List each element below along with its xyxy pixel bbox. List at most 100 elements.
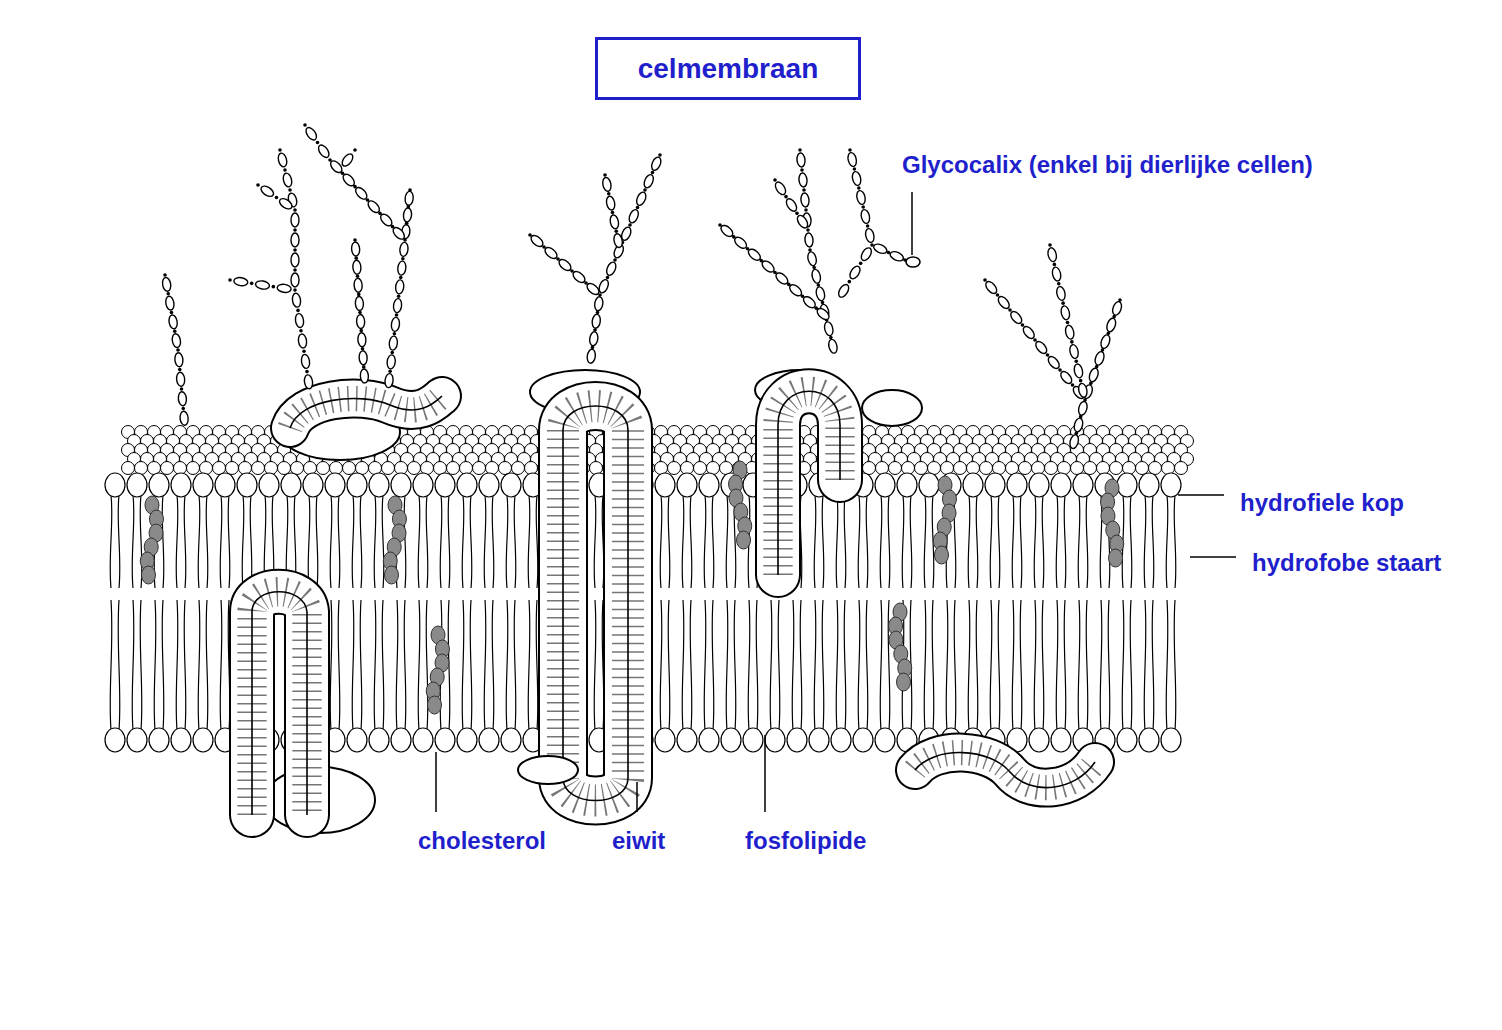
lipid-tail <box>1108 600 1110 730</box>
sugar-link <box>802 188 806 192</box>
lipid-tail <box>536 495 538 588</box>
sugar-link <box>170 311 174 315</box>
sugar-unit <box>650 156 663 172</box>
sugar-unit <box>1060 305 1071 320</box>
lipid-head <box>1139 473 1159 497</box>
lipid-tail <box>162 600 164 730</box>
sugar-unit <box>860 209 871 224</box>
sugar-link <box>399 276 403 280</box>
lipid-head-top <box>239 462 252 475</box>
sugar-unit <box>889 250 905 263</box>
lipid-head <box>875 728 895 752</box>
sugar-unit <box>1111 300 1123 316</box>
lipid-head <box>325 473 345 497</box>
lipid-head-top <box>954 462 967 475</box>
sugar-unit <box>856 190 867 205</box>
lipid-tail <box>1056 600 1058 730</box>
sugar-link <box>361 347 365 351</box>
sugar-link <box>181 407 185 411</box>
cholesterol-molecule <box>897 673 911 691</box>
lipid-head <box>677 473 697 497</box>
lipid-head <box>259 473 279 497</box>
sugar-link <box>390 351 394 355</box>
sugar-link <box>278 148 282 152</box>
lipid-head <box>501 473 521 497</box>
sugar-unit <box>1093 350 1105 366</box>
sugar-link <box>401 257 405 261</box>
sugar-unit <box>597 278 610 294</box>
sugar-link <box>293 208 297 212</box>
lipid-head <box>1051 473 1071 497</box>
sugar-unit <box>277 152 288 168</box>
sugar-unit <box>1073 417 1084 433</box>
lipid-tail <box>836 495 838 588</box>
lipid-head <box>655 728 675 752</box>
sugar-link <box>388 369 392 373</box>
protein-body <box>252 592 307 815</box>
protein-seam <box>778 391 840 575</box>
protein-seam <box>563 406 628 801</box>
sugar-unit <box>872 242 888 255</box>
sugar-unit <box>259 184 275 198</box>
sugar-link <box>283 168 287 172</box>
sugar-unit <box>589 331 599 346</box>
lipid-head-top <box>915 462 928 475</box>
lipid-head <box>1139 728 1159 752</box>
sugar-unit <box>298 333 308 348</box>
sugar-unit <box>774 271 790 286</box>
lipid-head <box>435 473 455 497</box>
sugar-unit <box>795 214 809 230</box>
sugar-link <box>1066 321 1070 325</box>
sugar-unit <box>379 212 394 228</box>
lipid-tail <box>338 600 340 730</box>
lipid-tail <box>932 600 934 730</box>
lipid-head <box>1029 728 1049 752</box>
lipid-tail <box>440 495 442 588</box>
protein-lobe <box>518 756 578 784</box>
sugar-link <box>1070 340 1074 344</box>
sugar-link <box>848 148 852 152</box>
lipid-tail <box>462 495 464 588</box>
lipid-tail <box>330 600 332 730</box>
leader-line <box>764 735 766 812</box>
lipid-head <box>1007 473 1027 497</box>
lipid-tail <box>814 600 816 730</box>
leader-line <box>911 192 913 255</box>
protein-helix <box>563 406 628 801</box>
sugar-link <box>800 168 804 172</box>
lipid-tail <box>470 600 472 730</box>
sugar-link <box>296 309 300 313</box>
sugar-link <box>643 188 647 192</box>
sugar-link <box>293 268 297 272</box>
sugar-link <box>658 153 662 157</box>
lipid-head-top <box>525 462 538 475</box>
lipid-tail <box>946 600 948 730</box>
sugar-link <box>773 178 777 182</box>
lipid-tail <box>132 495 134 588</box>
lipid-tail <box>1012 495 1014 588</box>
lipid-tail <box>1056 495 1058 588</box>
sugar-unit <box>341 172 356 188</box>
leader-lines <box>436 192 1236 812</box>
lipid-tail <box>1166 600 1168 730</box>
lipid-tail <box>154 600 156 730</box>
protein-outline <box>290 396 442 428</box>
sugar-link <box>1021 323 1025 327</box>
sugar-link <box>328 158 332 162</box>
lipid-tail <box>1034 600 1036 730</box>
lipid-tail <box>184 600 186 730</box>
lipid-head <box>787 728 807 752</box>
sugar-unit <box>823 321 834 336</box>
lipid-head-top <box>161 462 174 475</box>
sugar-link <box>983 278 987 282</box>
sugar-link <box>293 228 297 232</box>
lipid-tail <box>712 600 714 730</box>
lipid-head <box>193 728 213 752</box>
lipid-tail <box>470 495 472 588</box>
sugar-link <box>636 206 640 210</box>
lipid-head <box>479 473 499 497</box>
lipid-head <box>1117 728 1137 752</box>
sugar-unit <box>1059 370 1074 386</box>
lipid-head <box>479 728 499 752</box>
lipid-head <box>391 473 411 497</box>
